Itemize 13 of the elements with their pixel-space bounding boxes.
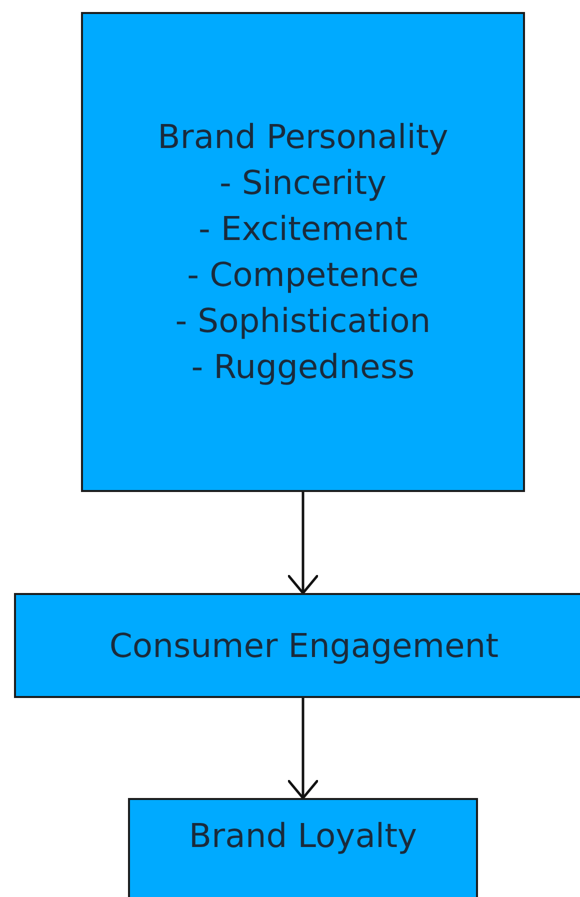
process-box	[14, 593, 580, 698]
box-label: Consumer Engagement	[109, 624, 499, 666]
box-label: - Competence	[187, 254, 419, 296]
box-label: - Sincerity	[219, 162, 387, 204]
box-label: - Ruggedness	[191, 346, 415, 388]
box-label: Brand Personality	[158, 116, 448, 158]
arrow	[286, 698, 320, 800]
box-label: - Sophistication	[175, 300, 431, 342]
arrow	[286, 492, 320, 594]
process-box	[81, 12, 525, 492]
box-label: - Excitement	[198, 208, 408, 250]
box-label: Brand Loyalty	[188, 814, 418, 856]
process-box	[128, 798, 478, 897]
